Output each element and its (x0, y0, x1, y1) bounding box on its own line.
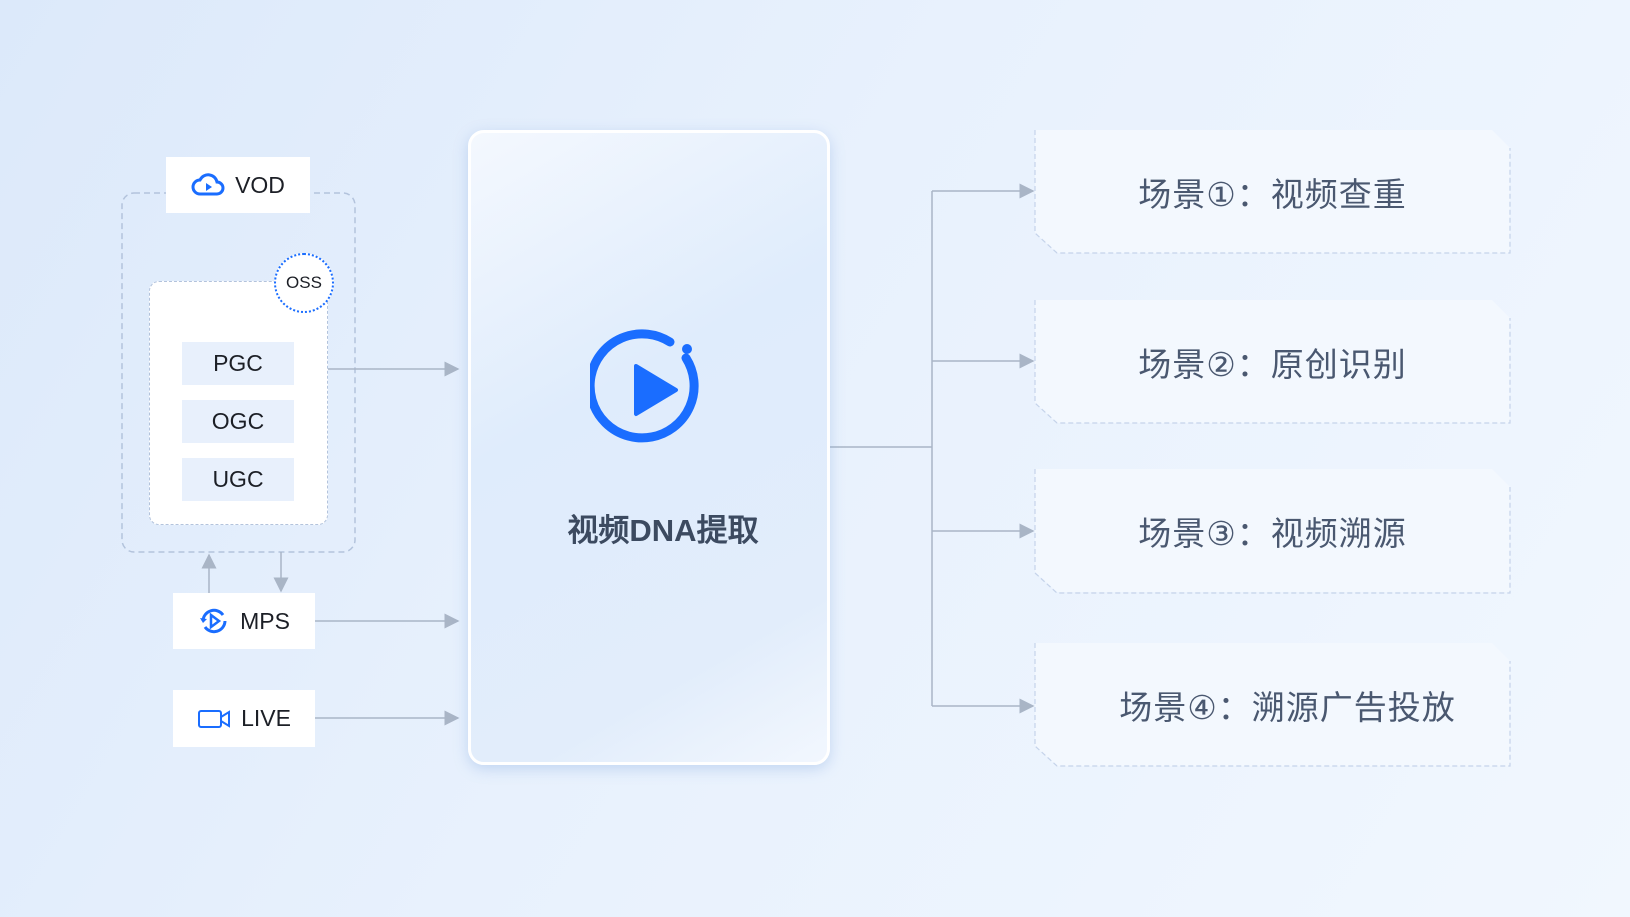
live-box: LIVE (173, 690, 315, 747)
vod-box: VOD (166, 157, 310, 213)
tag-ogc: OGC (182, 400, 294, 443)
video-camera-icon (198, 709, 231, 728)
mps-label: MPS (240, 607, 290, 634)
cloud-play-icon (191, 173, 225, 196)
card-title: 视频DNA提取 (567, 513, 759, 548)
oss-badge: OSS (274, 253, 334, 313)
scene-3: 场景③：视频溯源 (1035, 469, 1510, 592)
scene-4: 场景④：溯源广告投放 (1035, 643, 1510, 766)
tag-pgc: PGC (182, 342, 294, 385)
live-label: LIVE (241, 705, 291, 731)
refresh-play-icon (200, 608, 227, 634)
dna-extraction-card: 视频DNA提取 (468, 130, 830, 765)
scene-1: 场景①：视频查重 (1035, 130, 1510, 253)
scene-2: 场景②：原创识别 (1035, 300, 1510, 423)
tag-ugc: UGC (182, 458, 294, 501)
vod-label: VOD (235, 171, 285, 198)
play-circle-icon (590, 329, 699, 443)
mps-box: MPS (173, 593, 315, 649)
